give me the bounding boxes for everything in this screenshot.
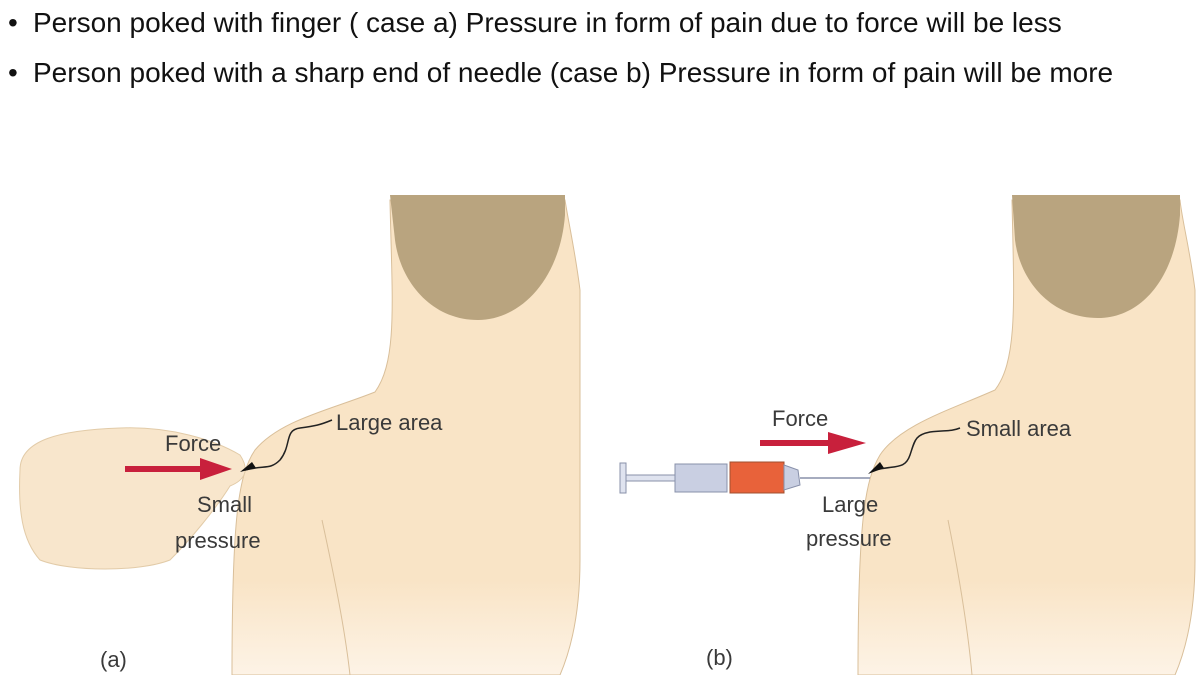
pressure-label-line2: pressure [806, 526, 892, 551]
arm-line [947, 519, 973, 675]
force-label: Force [165, 431, 221, 456]
force-arrow [760, 432, 866, 454]
hair [390, 195, 565, 320]
leader-line [874, 427, 961, 471]
panel-a: Force Large area Small pressure (a) [19, 195, 581, 675]
pressure-label-line2: pressure [175, 528, 261, 553]
bullet-marker: • [8, 7, 18, 38]
person-body [857, 199, 1196, 675]
area-label: Large area [336, 410, 443, 435]
bullet-text: Person poked with a sharp end of needle … [33, 57, 1114, 88]
pressure-label-line1: Small [197, 492, 252, 517]
pressure-label-line1: Large [822, 492, 878, 517]
bullet-item: • Person poked with a sharp end of needle… [8, 54, 1128, 92]
area-label: Small area [966, 416, 1072, 441]
force-arrow [125, 458, 232, 480]
hand [19, 427, 246, 570]
caption-b: (b) [706, 645, 733, 670]
bullet-marker: • [8, 57, 18, 88]
panel-b: Force Small area Large pressure (b) [619, 195, 1196, 675]
arm-line [321, 519, 351, 675]
bullet-item: • Person poked with finger ( case a) Pres… [8, 4, 1128, 42]
person-body [231, 199, 581, 675]
hair [1012, 195, 1180, 318]
bullet-text: Person poked with finger ( case a) Press… [33, 7, 1062, 38]
leader-line [244, 419, 333, 471]
syringe-icon [619, 461, 870, 494]
caption-a: (a) [100, 647, 127, 672]
force-label: Force [772, 406, 828, 431]
bullet-list: • Person poked with finger ( case a) Pres… [8, 4, 1128, 104]
